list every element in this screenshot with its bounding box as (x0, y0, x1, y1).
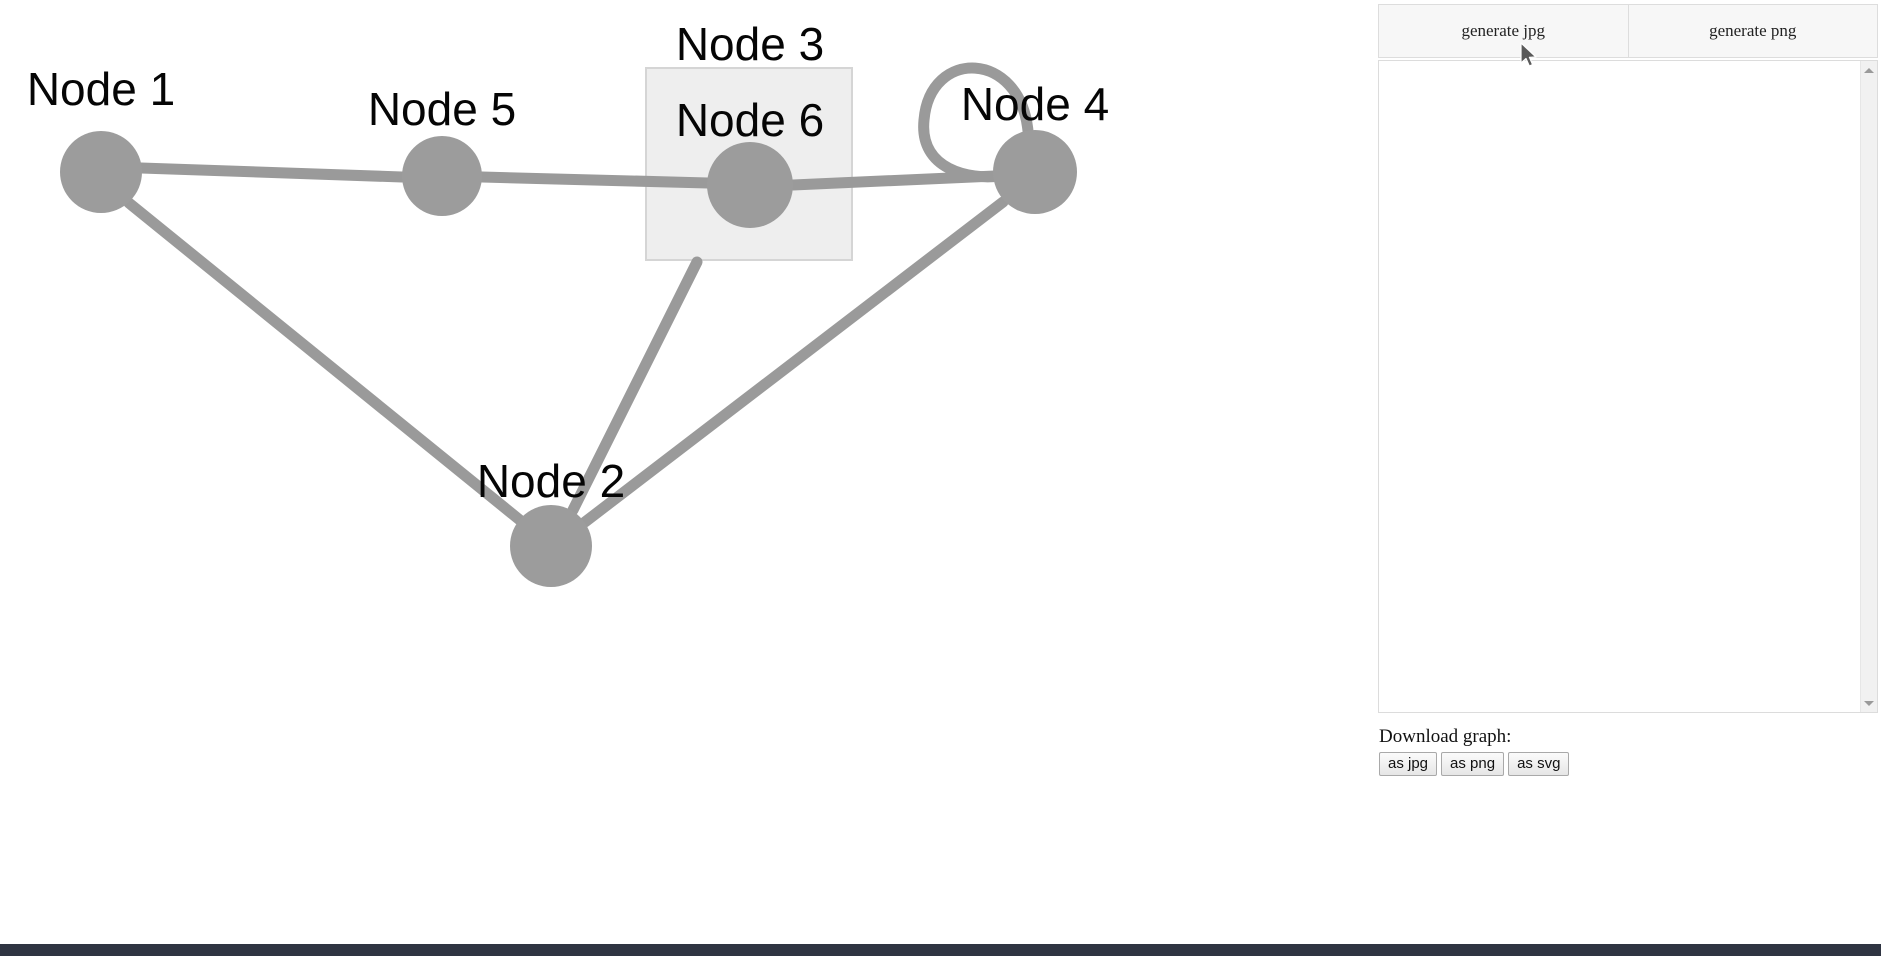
download-as-png-button[interactable]: as png (1441, 752, 1505, 776)
edge-node2-node6[interactable] (567, 256, 703, 516)
edge-layer (123, 62, 1034, 528)
tab-generate-png-label: generate png (1709, 21, 1797, 40)
node-label-node-4: Node 4 (961, 78, 1109, 130)
download-as-jpg-button[interactable]: as jpg (1379, 752, 1438, 776)
tab-generate-jpg-label: generate jpg (1461, 21, 1546, 40)
node-label-node-5: Node 5 (368, 83, 516, 135)
download-graph-section: Download graph: as jpg as png as svg (1379, 726, 1859, 776)
node-shape-node-6[interactable] (707, 142, 793, 228)
node-label-node-6: Node 6 (676, 94, 824, 146)
scroll-up-arrow-icon[interactable] (1861, 62, 1877, 78)
node-shape-node-2[interactable] (510, 505, 592, 587)
scroll-down-arrow-icon[interactable] (1861, 695, 1877, 711)
output-vertical-scrollbar[interactable] (1860, 61, 1877, 712)
output-preview-panel[interactable] (1378, 60, 1878, 713)
side-panel: generate jpg generate png Download graph… (1377, 0, 1881, 956)
output-preview-content (1379, 61, 1860, 712)
node-shape-node-1[interactable] (60, 131, 142, 213)
download-button-group: as jpg as png as svg (1379, 752, 1859, 776)
edge-node1-node5[interactable] (135, 162, 408, 183)
edge-node4-self-loop[interactable] (918, 62, 1034, 183)
node-shape-node-4[interactable] (993, 130, 1077, 214)
node-shape-node-5[interactable] (402, 136, 482, 216)
download-graph-label: Download graph: (1379, 726, 1512, 747)
node-layer (60, 130, 1077, 587)
tab-generate-jpg[interactable]: generate jpg (1379, 5, 1628, 57)
download-as-svg-button[interactable]: as svg (1508, 752, 1570, 776)
node-label-node-2: Node 2 (477, 455, 625, 507)
label-layer: Node 1 Node 5 Node 6 Node 4 Node 2 Node … (27, 18, 1109, 507)
cluster-label-node-3: Node 3 (676, 18, 824, 70)
tab-generate-png[interactable]: generate png (1627, 5, 1877, 57)
bottom-status-bar (0, 944, 1881, 956)
edge-node5-node6[interactable] (476, 171, 714, 189)
node-label-node-1: Node 1 (27, 63, 175, 115)
edge-node2-node4[interactable] (579, 196, 1009, 528)
generate-button-group: generate jpg generate png (1378, 4, 1878, 58)
graph-canvas[interactable]: Node 1 Node 5 Node 6 Node 4 Node 2 Node … (0, 0, 1374, 944)
graph-svg[interactable]: Node 1 Node 5 Node 6 Node 4 Node 2 Node … (0, 0, 1374, 944)
edge-node1-node2[interactable] (123, 197, 527, 527)
